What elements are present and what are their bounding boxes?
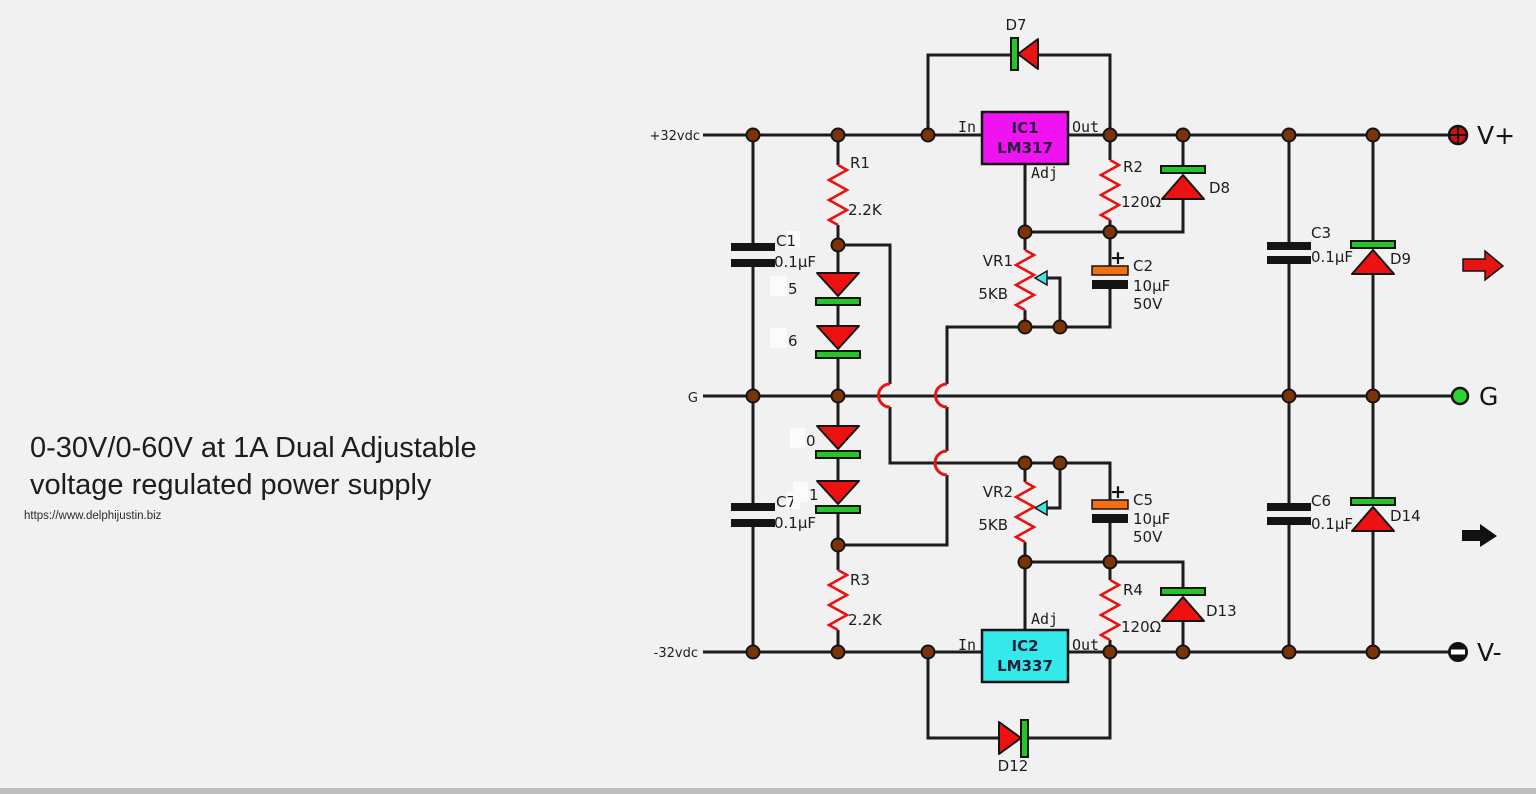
diode-d7: D7 xyxy=(1005,16,1039,71)
r4-value: 120Ω xyxy=(1121,618,1161,636)
rail-label-gnd: G xyxy=(688,391,698,406)
r3-ref: R3 xyxy=(850,571,870,589)
ic2-pin-in: In xyxy=(958,636,976,654)
d12-label: D12 xyxy=(998,757,1029,775)
vr2-value: 5KB xyxy=(978,516,1008,534)
c2-ref: C2 xyxy=(1133,257,1153,275)
r2-value: 120Ω xyxy=(1121,193,1161,211)
c5-ref: C5 xyxy=(1133,491,1153,509)
vr1-wiper-arrow xyxy=(1033,269,1048,287)
r3-value: 2.2K xyxy=(848,611,883,629)
vr2-ref: VR2 xyxy=(983,483,1013,501)
bottom-edge-bar xyxy=(0,788,1536,794)
page-title-line1: 0-30V/0-60V at 1A Dual Adjustable xyxy=(30,432,477,464)
r1-ref: R1 xyxy=(850,154,870,172)
rail-label-pos32: +32vdc xyxy=(649,129,700,144)
vr1-value: 5KB xyxy=(978,285,1008,303)
resistor-r4: R4 120Ω xyxy=(1098,578,1161,642)
c5-value: 10µF xyxy=(1133,510,1170,528)
title-block: 0-30V/0-60V at 1A Dual Adjustable voltag… xyxy=(24,430,570,522)
c6-value: 0.1µF xyxy=(1311,515,1353,533)
wires xyxy=(703,53,1452,740)
potentiometer-vr2: VR2 5KB xyxy=(978,480,1048,544)
c5-polarity-plus: + xyxy=(1110,481,1126,503)
positive-output-arrow-icon xyxy=(1462,249,1505,282)
resistor-r1: R1 2.2K xyxy=(826,154,883,227)
c2-polarity-plus: + xyxy=(1110,247,1126,269)
d8-label: D8 xyxy=(1209,179,1230,197)
capacitor-c1: C1 0.1µF xyxy=(731,231,816,271)
resistor-r3: R3 2.2K xyxy=(826,568,883,632)
ic1-pin-in: In xyxy=(958,118,976,136)
c6-ref: C6 xyxy=(1311,492,1331,510)
d9-label: D9 xyxy=(1390,250,1411,268)
vr1-ref: VR1 xyxy=(983,252,1013,270)
ic2-pin-adj: Adj xyxy=(1031,610,1058,628)
d14-label: D14 xyxy=(1390,507,1421,525)
vr2-wiper-arrow xyxy=(1033,499,1048,517)
ic1-part: LM317 xyxy=(997,139,1053,157)
ic1-pin-adj: Adj xyxy=(1031,164,1058,182)
diode-d8: D8 xyxy=(1160,165,1230,200)
r4-ref: R4 xyxy=(1123,581,1143,599)
c7-value: 0.1µF xyxy=(774,514,816,532)
chain-diode-label-4: 1 xyxy=(809,486,819,504)
wire-hop-arcs xyxy=(877,382,948,477)
ic2-pin-out: Out xyxy=(1072,636,1099,654)
source-url: https://www.delphijustin.biz xyxy=(24,510,162,522)
terminal-gnd: G xyxy=(1450,382,1498,411)
c7-ref: C7 xyxy=(776,493,796,511)
capacitor-c2: + C2 10µF 50V xyxy=(1091,247,1170,313)
ic2-regulator: IC2 LM337 In Out Adj xyxy=(958,610,1099,684)
ic1-ref: IC1 xyxy=(1011,119,1038,137)
terminal-vminus: V- xyxy=(1448,638,1502,667)
chain-diode-label-1: 5 xyxy=(788,280,798,298)
d7-label: D7 xyxy=(1005,16,1026,34)
ic2-ref: IC2 xyxy=(1011,637,1038,655)
d13-label: D13 xyxy=(1206,602,1237,620)
diode-d9: D9 xyxy=(1350,240,1411,275)
ic1-regulator: IC1 LM317 In Out Adj xyxy=(958,110,1099,182)
capacitor-c7: C7 0.1µF xyxy=(731,492,816,532)
diode-d12: D12 xyxy=(998,719,1029,775)
junction-nodes xyxy=(745,127,1381,660)
ic2-part: LM337 xyxy=(997,657,1053,675)
diode-chain: 5 6 0 1 xyxy=(770,272,861,514)
capacitor-c5: + C5 10µF 50V xyxy=(1091,481,1170,546)
diode-d13: D13 xyxy=(1160,587,1237,622)
resistor-r2: R2 120Ω xyxy=(1098,158,1161,222)
terminal-vplus-label: V+ xyxy=(1477,121,1515,150)
c3-value: 0.1µF xyxy=(1311,248,1353,266)
r1-value: 2.2K xyxy=(848,201,883,219)
potentiometer-vr1: VR1 5KB xyxy=(978,248,1048,312)
chain-diode-label-2: 6 xyxy=(788,332,798,350)
c3-ref: C3 xyxy=(1311,224,1331,242)
terminal-gnd-label: G xyxy=(1479,382,1498,411)
rail-label-neg32: -32vdc xyxy=(654,646,698,661)
c1-ref: C1 xyxy=(776,232,796,250)
terminal-vplus: V+ xyxy=(1447,121,1515,150)
diode-d14: D14 xyxy=(1350,497,1421,532)
page-title-line2: voltage regulated power supply xyxy=(30,469,432,501)
c2-voltage: 50V xyxy=(1133,295,1163,313)
negative-output-arrow-icon xyxy=(1462,524,1497,547)
c5-voltage: 50V xyxy=(1133,528,1163,546)
ic1-pin-out: Out xyxy=(1072,118,1099,136)
chain-diode-label-3: 0 xyxy=(806,432,816,450)
c1-value: 0.1µF xyxy=(774,253,816,271)
capacitor-c6: C6 0.1µF xyxy=(1267,492,1353,533)
capacitor-c3: C3 0.1µF xyxy=(1267,224,1353,266)
c2-value: 10µF xyxy=(1133,277,1170,295)
r2-ref: R2 xyxy=(1123,158,1143,176)
terminal-vminus-label: V- xyxy=(1477,638,1502,667)
